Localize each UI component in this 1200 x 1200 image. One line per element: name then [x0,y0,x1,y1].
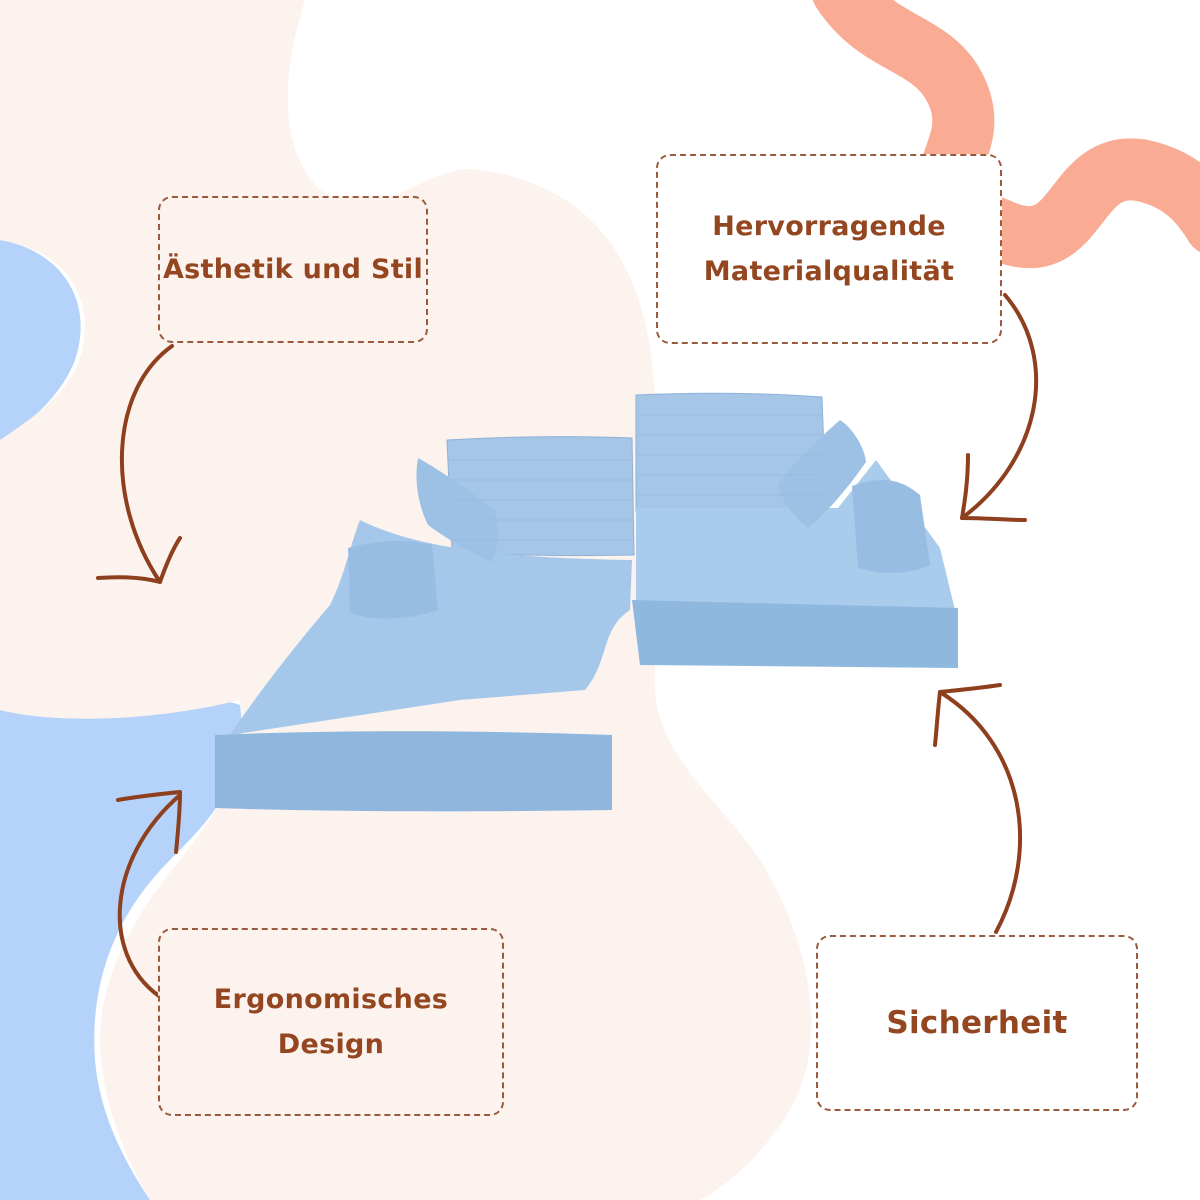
curved-arrow-icon [96,344,182,584]
feature-label-material-line2: Materialqualität [703,256,955,287]
sofa-left-seat [230,520,632,735]
sofa-right-base [632,600,958,668]
blue-blob-lower [0,698,242,1200]
feature-box-ergonomic: Ergonomisches Design [158,928,504,1116]
feature-box-safety: Sicherheit [816,935,1138,1111]
curved-arrow-icon [933,683,1022,934]
feature-label-safety: Sicherheit [886,1004,1068,1041]
corduroy-texture [215,414,958,789]
feature-label-material-line1: Hervorragende [712,211,946,242]
curved-arrow-icon [116,790,182,1002]
sofa-image [215,392,958,812]
feature-label-ergonomic-line1: Ergonomisches [213,984,449,1015]
feature-label-ergonomic: Ergonomisches Design [214,977,448,1067]
blue-blob [0,240,81,440]
curved-arrow-icon [960,293,1038,522]
feature-label-material: Hervorragende Materialqualität [704,204,954,294]
feature-label-aesthetics: Ästhetik und Stil [162,254,424,285]
sofa-armrest-right [852,479,930,573]
feature-box-aesthetics: Ästhetik und Stil [158,196,428,343]
sofa-left-base [215,731,612,812]
sofa-pillow-right [778,420,866,528]
sofa-armrest-left [348,540,438,619]
feature-label-ergonomic-line2: Design [277,1029,385,1060]
feature-box-material: Hervorragende Materialqualität [656,154,1002,344]
sofa-pillow-left [416,458,498,562]
